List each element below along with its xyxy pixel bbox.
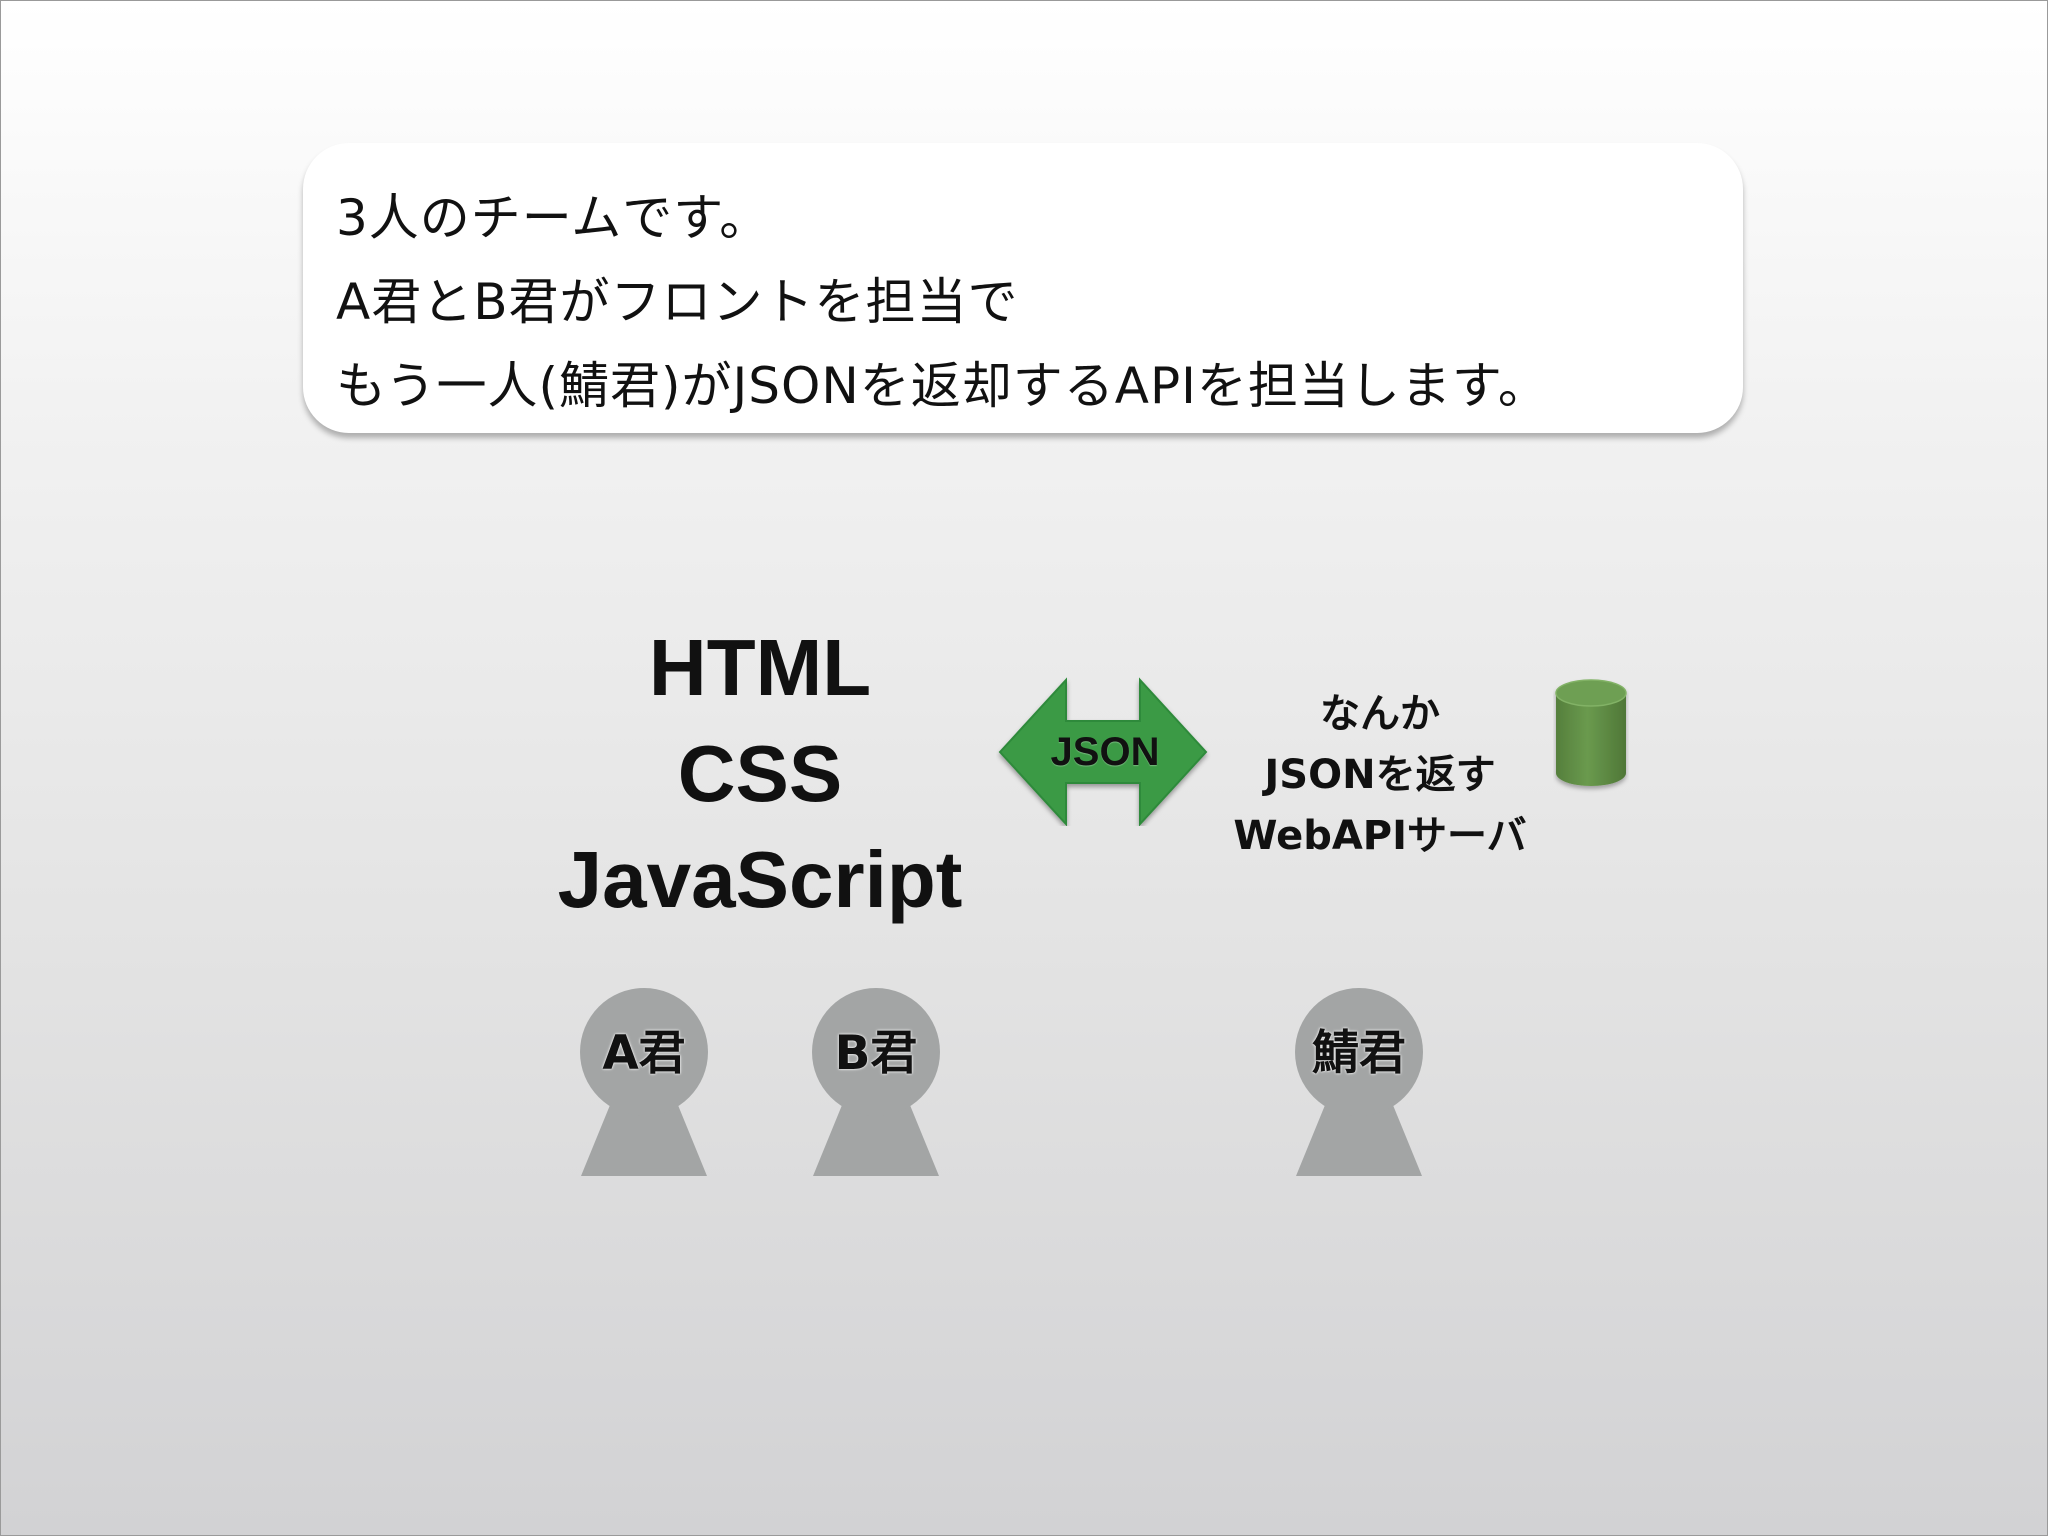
person-icon — [812, 988, 940, 1176]
database-icon — [1555, 679, 1627, 786]
arrow-label: JSON — [1050, 730, 1160, 774]
double-arrow-icon — [998, 677, 1208, 826]
server-label-line-1: なんか — [1320, 691, 1440, 737]
person-a: A君 — [579, 988, 709, 1178]
person-label-saba: 鯖君 — [1312, 1026, 1406, 1081]
person-saba: 鯖君 — [1294, 988, 1424, 1178]
person-icon — [1295, 988, 1423, 1176]
server-description: なんか JSONを返す WebAPIサーバ — [1210, 684, 1550, 867]
callout-line-1: 3人のチームです。 — [336, 189, 771, 247]
tech-html: HTML — [648, 623, 872, 712]
person-label-b: B君 — [834, 1026, 918, 1081]
tech-css: CSS — [677, 729, 843, 818]
callout-line-3: もう一人(鯖君)がJSONを返却するAPIを担当します。 — [336, 357, 1549, 415]
person-icon — [580, 988, 708, 1176]
server-label-line-3: WebAPIサーバ — [1233, 813, 1527, 859]
speech-callout: 3人のチームです。 A君とB君がフロントを担当で もう一人(鯖君)がJSONを返… — [303, 143, 1743, 433]
callout-line-2: A君とB君がフロントを担当で — [336, 273, 1019, 331]
frontend-tech-stack: HTML CSS JavaScript — [520, 615, 1000, 933]
person-label-a: A君 — [602, 1026, 686, 1081]
person-b: B君 — [811, 988, 941, 1178]
server-label-line-2: JSONを返す — [1264, 752, 1496, 798]
tech-javascript: JavaScript — [557, 835, 963, 924]
